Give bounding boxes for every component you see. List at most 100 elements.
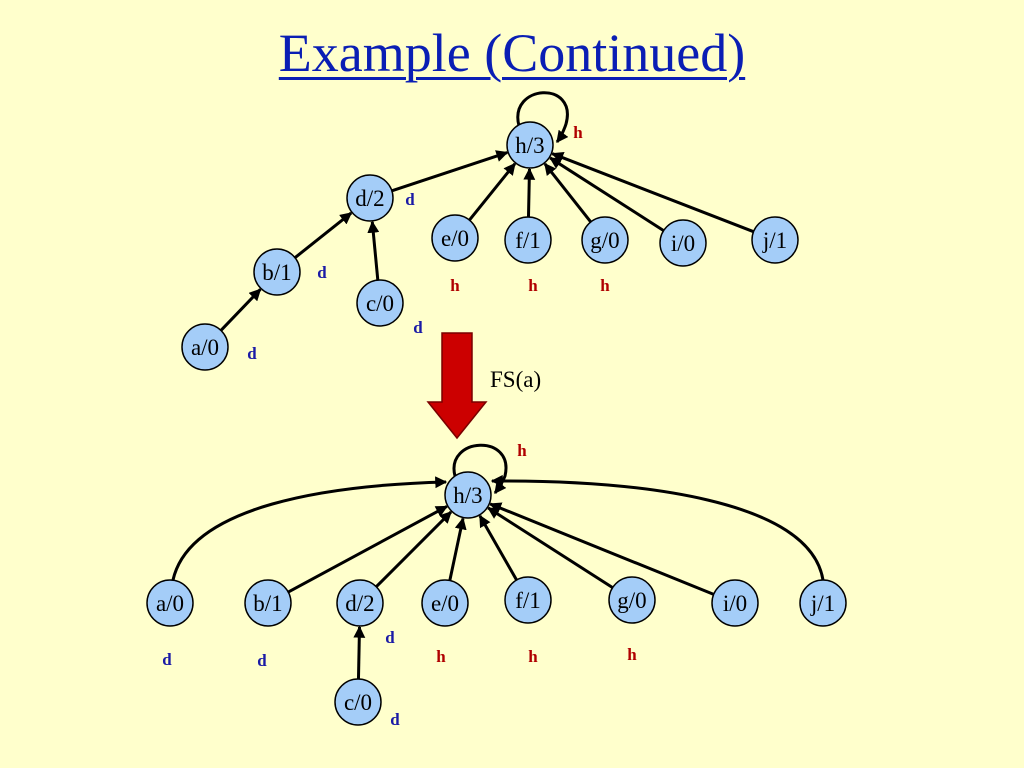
node-before-g: g/0 — [581, 216, 629, 264]
node-tag-before-f: h — [528, 276, 538, 295]
node-label: b/1 — [253, 591, 282, 616]
node-tag-after-h: h — [517, 441, 527, 460]
edge-before-c-to-d — [367, 220, 380, 281]
edge-before-d-to-h — [391, 150, 509, 193]
edge-before-e-to-h — [468, 162, 517, 222]
node-label: e/0 — [441, 226, 469, 251]
node-label: a/0 — [191, 335, 219, 360]
node-tag-before-g: h — [600, 276, 610, 295]
edge-before-b-to-d — [294, 211, 353, 259]
node-before-e: e/0 — [431, 214, 479, 262]
node-label: e/0 — [431, 591, 459, 616]
node-circle — [181, 323, 229, 371]
node-tag-after-f: h — [528, 647, 538, 666]
edge-before-f-to-h — [523, 167, 536, 218]
node-tag-before-b: d — [317, 263, 327, 282]
node-label: j/1 — [762, 228, 787, 253]
node-tag-before-a: d — [247, 344, 257, 363]
edge-before-g-to-h — [543, 162, 592, 223]
node-circle — [581, 216, 629, 264]
node-circle — [336, 579, 384, 627]
node-tag-before-h: h — [573, 123, 583, 142]
edge-before-a-to-b — [219, 288, 262, 332]
node-circle — [711, 579, 759, 627]
node-after-b: b/1 — [244, 579, 292, 627]
edge-after-f-to-h — [478, 514, 518, 581]
node-circle — [244, 579, 292, 627]
node-circle — [506, 121, 554, 169]
node-before-c: c/0 — [356, 279, 404, 327]
node-circle — [146, 579, 194, 627]
node-label: i/0 — [671, 231, 695, 256]
nodes-after: h/3 h a/0 d b/1 d d/2 d e/0 h f/1 h g/0 h i/0 j/1 c/0 d — [146, 441, 847, 729]
node-label: g/0 — [590, 228, 619, 253]
node-before-d: d/2 — [346, 174, 394, 222]
edge-after-g-to-h — [487, 506, 614, 589]
node-label: d/2 — [355, 186, 384, 211]
node-circle — [799, 579, 847, 627]
edge-after-e-to-h — [448, 517, 467, 581]
node-before-f: f/1 — [504, 216, 552, 264]
node-circle — [751, 216, 799, 264]
node-before-b: b/1 — [253, 248, 301, 296]
down-arrow-icon — [426, 332, 488, 440]
edge-after-c-to-d — [353, 625, 366, 680]
node-circle — [334, 678, 382, 726]
node-after-d: d/2 — [336, 579, 384, 627]
edge-after-h-to-h — [452, 443, 508, 494]
node-label: f/1 — [515, 228, 541, 253]
node-after-a: a/0 — [146, 579, 194, 627]
node-before-j: j/1 — [751, 216, 799, 264]
node-tag-after-g: h — [627, 645, 637, 664]
node-circle — [421, 579, 469, 627]
node-after-e: e/0 — [421, 579, 469, 627]
node-circle — [504, 216, 552, 264]
node-tag-after-e: h — [436, 647, 446, 666]
node-tag-after-a: d — [162, 650, 172, 669]
edge-after-j-to-h — [490, 474, 825, 581]
node-circle — [356, 279, 404, 327]
node-circle — [608, 576, 656, 624]
node-before-i: i/0 — [659, 219, 707, 267]
node-before-h: h/3 — [506, 121, 554, 169]
node-label: h/3 — [515, 133, 544, 158]
node-label: i/0 — [723, 591, 747, 616]
edge-after-a-to-h — [171, 476, 448, 581]
operation-label: FS(a) — [490, 367, 541, 392]
edge-after-b-to-h — [287, 505, 448, 594]
node-tag-after-c: d — [390, 710, 400, 729]
edge-after-i-to-h — [489, 502, 715, 596]
node-label: g/0 — [617, 588, 646, 613]
nodes-before: h/3 h d/2 d e/0 h f/1 h g/0 h i/0 j/1 b/1 d c/0 d a/0 d — [181, 121, 799, 371]
node-label: c/0 — [366, 291, 394, 316]
node-label: f/1 — [515, 588, 541, 613]
edge-before-h-to-h — [516, 91, 569, 143]
node-label: b/1 — [262, 260, 291, 285]
node-tag-before-c: d — [413, 318, 423, 337]
node-after-g: g/0 — [608, 576, 656, 624]
node-tag-before-d: d — [405, 190, 415, 209]
node-label: c/0 — [344, 690, 372, 715]
node-circle — [346, 174, 394, 222]
node-after-h: h/3 — [444, 471, 492, 519]
edges-before — [219, 91, 755, 332]
node-circle — [431, 214, 479, 262]
slide-title: Example (Continued) — [0, 22, 1024, 84]
node-tag-after-d: d — [385, 628, 395, 647]
node-circle — [253, 248, 301, 296]
node-label: j/1 — [810, 591, 835, 616]
edge-before-j-to-h — [551, 151, 755, 234]
edge-before-i-to-h — [549, 156, 665, 232]
node-tag-after-b: d — [257, 651, 267, 670]
edges-after — [171, 443, 825, 680]
node-tag-before-e: h — [450, 276, 460, 295]
node-label: d/2 — [345, 591, 374, 616]
node-after-f: f/1 — [504, 576, 552, 624]
transform-arrow: FS(a) — [426, 332, 541, 440]
node-after-j: j/1 — [799, 579, 847, 627]
node-label: h/3 — [453, 483, 482, 508]
node-circle — [444, 471, 492, 519]
edge-after-d-to-h — [375, 510, 453, 588]
